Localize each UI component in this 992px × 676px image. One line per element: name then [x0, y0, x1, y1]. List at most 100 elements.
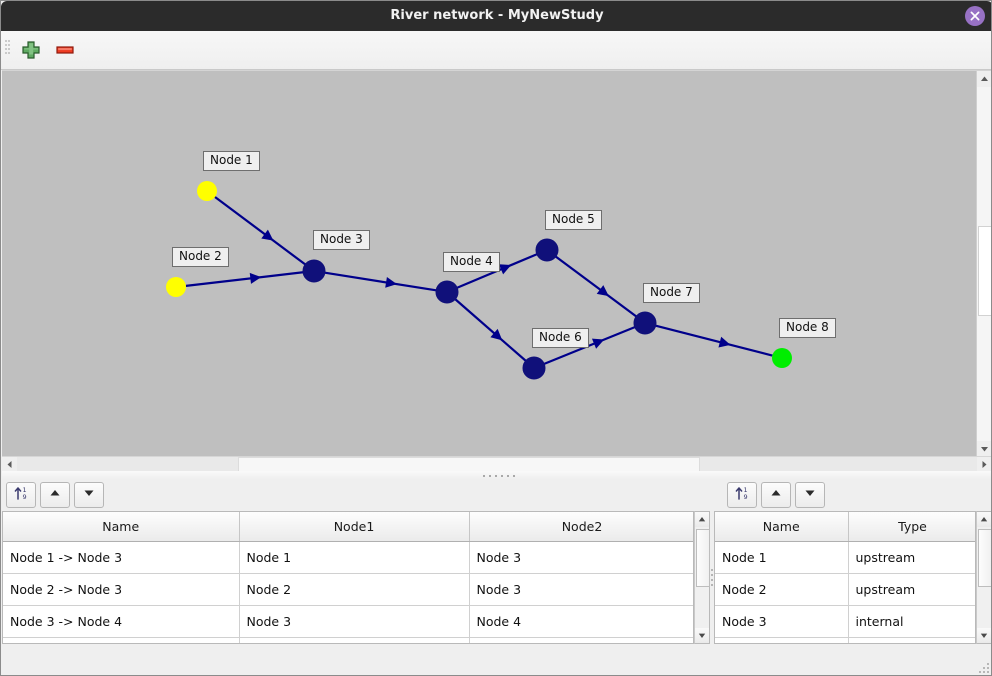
reach-sort-button[interactable]: 1 9 [6, 482, 36, 508]
node-sort-button[interactable]: 1 9 [727, 482, 757, 508]
remove-node-button[interactable] [53, 39, 77, 61]
graph-node[interactable] [302, 259, 326, 283]
column-header[interactable]: Name [715, 512, 849, 542]
table-cell[interactable]: Node 1 -> Node 3 [3, 541, 240, 574]
graph-node-label[interactable]: Node 7 [643, 283, 700, 303]
graph-node[interactable] [166, 277, 186, 297]
canvas-vertical-scrollbar[interactable] [976, 71, 991, 457]
edge-arrow-icon [718, 336, 731, 348]
node-move-down-button[interactable] [795, 482, 825, 508]
table-cell[interactable]: Node 2 -> Node 3 [3, 573, 240, 606]
table-cell[interactable]: Node 5 [469, 637, 693, 643]
table-row[interactable]: Node 4internal [715, 637, 975, 643]
table-cell[interactable]: upstream [848, 573, 975, 606]
vscroll-thumb[interactable] [978, 226, 991, 316]
graph-node[interactable] [633, 311, 657, 335]
close-icon[interactable] [965, 6, 985, 26]
toolbar-grip[interactable] [5, 40, 10, 60]
graph-edge[interactable] [324, 271, 437, 292]
title-bar: River network - MyNewStudy [1, 1, 991, 31]
graph-edge[interactable] [214, 196, 306, 266]
scroll-down-icon[interactable] [977, 441, 991, 457]
table-cell[interactable]: Node 1 [715, 541, 849, 574]
graph-node[interactable] [435, 280, 459, 304]
node-scroll-thumb[interactable] [978, 529, 991, 587]
node-scroll-up-icon[interactable] [977, 512, 991, 527]
graph-edge[interactable] [185, 271, 304, 287]
table-cell[interactable]: Node 1 [239, 541, 470, 574]
column-header[interactable]: Node2 [469, 512, 693, 542]
graph-node[interactable] [197, 181, 217, 201]
graph-edge[interactable] [454, 298, 527, 362]
table-cell[interactable]: internal [848, 605, 975, 638]
graph-edge[interactable] [555, 255, 637, 318]
reach-table-scrollbar[interactable] [694, 511, 710, 644]
graph-node[interactable] [772, 348, 792, 368]
graph-node-label[interactable]: Node 3 [313, 230, 370, 250]
table-cell[interactable]: Node 3 [715, 605, 849, 638]
column-header[interactable]: Type [848, 512, 975, 542]
main-toolbar [1, 31, 991, 70]
node-scroll-down-icon[interactable] [977, 628, 991, 643]
graph-viewport[interactable]: Node 1 Node 2 Node 3 Node 4 Node 5 Node 6 Node… [2, 71, 977, 457]
table-cell[interactable]: Node 4 [469, 605, 693, 638]
table-cell[interactable]: Node 4 [239, 637, 470, 643]
reach-scroll-up-icon[interactable] [695, 512, 709, 527]
table-cell[interactable]: Node 3 [239, 605, 470, 638]
reach-move-up-button[interactable] [40, 482, 70, 508]
table-cell[interactable]: Node 3 -> Node 4 [3, 605, 240, 638]
table-cell[interactable]: Node 2 [239, 573, 470, 606]
reach-move-down-button[interactable] [74, 482, 104, 508]
reach-scroll-thumb[interactable] [696, 529, 710, 587]
edge-arrow-icon [490, 328, 503, 341]
canvas-horizontal-scrollbar[interactable] [2, 456, 991, 472]
graph-node-label[interactable]: Node 5 [545, 210, 602, 230]
river-network-canvas[interactable]: Node 1 Node 2 Node 3 Node 4 Node 5 Node 6 Node… [2, 70, 991, 457]
reach-toolbar: 1 9 [2, 479, 710, 509]
network-graph[interactable] [2, 71, 977, 457]
scroll-right-icon[interactable] [977, 457, 991, 472]
table-cell[interactable]: Node 3 [469, 573, 693, 606]
edge-arrow-icon [596, 285, 609, 297]
graph-node-label[interactable]: Node 8 [779, 318, 836, 338]
graph-node-label[interactable]: Node 2 [172, 247, 229, 267]
window-title: River network - MyNewStudy [390, 8, 604, 23]
table-cell[interactable]: Node 3 [469, 541, 693, 574]
table-cell[interactable]: Node 4 -> Node 5 [3, 637, 240, 643]
graph-node[interactable] [535, 238, 559, 262]
node-move-up-button[interactable] [761, 482, 791, 508]
graph-edge[interactable] [543, 326, 636, 365]
window-resize-grip[interactable] [979, 663, 989, 673]
hscroll-thumb[interactable] [238, 457, 700, 472]
graph-node[interactable] [522, 356, 546, 380]
svg-text:9: 9 [744, 493, 748, 501]
graph-node-label[interactable]: Node 4 [443, 252, 500, 272]
table-cell[interactable]: Node 2 [715, 573, 849, 606]
graph-node-label[interactable]: Node 1 [203, 151, 260, 171]
table-cell[interactable]: Node 4 [715, 637, 849, 643]
table-cell[interactable]: internal [848, 637, 975, 643]
column-header[interactable]: Name [3, 512, 240, 542]
edge-arrow-icon [591, 338, 605, 349]
graph-node-label[interactable]: Node 6 [532, 328, 589, 348]
vertical-splitter[interactable] [710, 479, 714, 675]
scroll-left-icon[interactable] [2, 457, 17, 472]
edge-arrow-icon [498, 264, 512, 275]
graph-edge[interactable] [655, 324, 773, 357]
add-node-button[interactable] [19, 39, 43, 61]
reach-scroll-down-icon[interactable] [695, 628, 709, 643]
node-table-scrollbar[interactable] [976, 511, 991, 644]
svg-text:1: 1 [23, 486, 27, 494]
scroll-up-icon[interactable] [977, 71, 991, 87]
table-cell[interactable]: upstream [848, 541, 975, 574]
column-header[interactable]: Node1 [239, 512, 470, 542]
